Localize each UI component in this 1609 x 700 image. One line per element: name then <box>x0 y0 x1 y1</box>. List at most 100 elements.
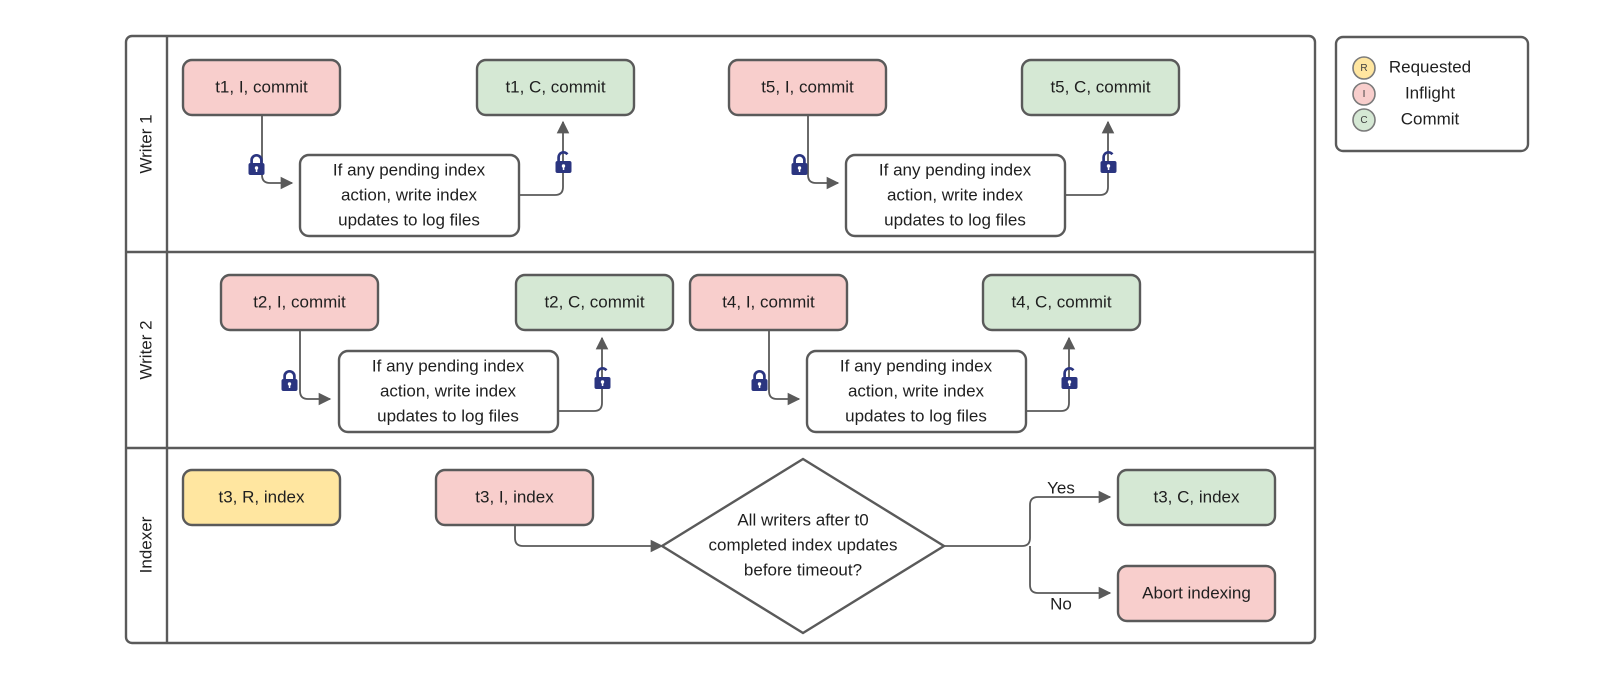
node-w2-t2-inflight[interactable]: t2, I, commit <box>219 273 380 332</box>
node-w2-t4-commit[interactable]: t4, C, commit <box>981 273 1142 332</box>
legend-item-commit: C Commit <box>1352 108 1460 132</box>
process-box[interactable] <box>337 349 560 434</box>
legend-label: Requested <box>1389 57 1471 76</box>
node-ix-t3-commit[interactable]: t3, C, index <box>1116 468 1277 527</box>
process-box[interactable] <box>844 153 1067 238</box>
edge-decision-no <box>1029 546 1112 600</box>
node-box[interactable] <box>1116 564 1277 623</box>
badge-letter: I <box>1363 89 1366 100</box>
node-w1-t1-inflight[interactable]: t1, I, commit <box>181 58 342 117</box>
node-ix-abort[interactable]: Abort indexing <box>1116 564 1277 623</box>
edge-w2-t4-to-process <box>768 330 801 406</box>
process-line-2: action, write index <box>341 185 478 204</box>
process-line-2: action, write index <box>848 381 985 400</box>
node-w2-t2-commit[interactable]: t2, C, commit <box>514 273 675 332</box>
process-line-1: If any pending index <box>333 160 486 179</box>
legend-label: Inflight <box>1405 83 1455 102</box>
decision-line-2: completed index updates <box>708 535 897 554</box>
edge-w1-t5-to-process <box>807 115 840 190</box>
node-label: t4, C, commit <box>1011 292 1111 311</box>
node-box[interactable] <box>688 273 849 332</box>
node-box[interactable] <box>514 273 675 332</box>
node-box[interactable] <box>1020 58 1181 117</box>
process-line-2: action, write index <box>887 185 1024 204</box>
swimlane-outer-border <box>124 34 1317 645</box>
badge-letter: R <box>1360 63 1367 74</box>
swimlane-container <box>124 34 1317 645</box>
edge-w1-process-to-t1commit <box>519 120 570 196</box>
lane-label-text: Indexer <box>136 516 155 573</box>
process-w1-right[interactable]: If any pending index action, write index… <box>844 153 1067 238</box>
process-w1-left[interactable]: If any pending index action, write index… <box>298 153 521 238</box>
node-box[interactable] <box>219 273 380 332</box>
node-box[interactable] <box>1116 468 1277 527</box>
node-box[interactable] <box>434 468 595 527</box>
node-label: Abort indexing <box>1142 583 1251 602</box>
lock-open-icon <box>1061 367 1078 389</box>
legend-label: Commit <box>1401 109 1460 128</box>
node-label: t3, I, index <box>475 487 554 506</box>
lane-label-writer2: Writer 2 <box>136 320 155 379</box>
node-label: t1, I, commit <box>215 77 308 96</box>
node-label: t4, I, commit <box>722 292 815 311</box>
node-label: t3, R, index <box>219 487 305 506</box>
legend-item-requested: R Requested <box>1352 56 1471 80</box>
lock-open-icon <box>594 367 611 389</box>
node-box[interactable] <box>181 468 342 527</box>
node-label: t5, I, commit <box>761 77 854 96</box>
lane-label-text: Writer 1 <box>136 114 155 173</box>
edge-w2-process-to-t2commit <box>558 336 609 412</box>
process-line-3: updates to log files <box>377 406 519 425</box>
process-w2-left[interactable]: If any pending index action, write index… <box>337 349 560 434</box>
edge-decision-yes <box>944 490 1112 547</box>
process-line-1: If any pending index <box>840 356 993 375</box>
lock-closed-icon <box>248 154 265 175</box>
node-label: t1, C, commit <box>505 77 605 96</box>
lock-closed-icon <box>751 370 768 391</box>
node-label: t3, C, index <box>1154 487 1240 506</box>
inflight-badge-icon <box>1352 82 1376 106</box>
legend-item-inflight: I Inflight <box>1352 82 1455 106</box>
node-box[interactable] <box>981 273 1142 332</box>
edge-label-yes: Yes <box>1047 478 1075 497</box>
lock-open-icon <box>555 151 572 173</box>
edge-w2-process-to-t4commit <box>1026 336 1076 412</box>
node-w1-t1-commit[interactable]: t1, C, commit <box>475 58 636 117</box>
node-box[interactable] <box>727 58 888 117</box>
process-line-1: If any pending index <box>372 356 525 375</box>
process-line-3: updates to log files <box>338 210 480 229</box>
commit-badge-icon <box>1352 108 1376 132</box>
node-box[interactable] <box>181 58 342 117</box>
node-w1-t5-inflight[interactable]: t5, I, commit <box>727 58 888 117</box>
process-line-2: action, write index <box>380 381 517 400</box>
decision-line-3: before timeout? <box>744 560 862 579</box>
lane-label-writer1: Writer 1 <box>136 114 155 173</box>
lock-closed-icon <box>791 154 808 175</box>
node-w1-t5-commit[interactable]: t5, C, commit <box>1020 58 1181 117</box>
legend-panel: R Requested I Inflight C Commit <box>1334 35 1530 153</box>
node-ix-t3-inflight[interactable]: t3, I, index <box>434 468 595 527</box>
decision-line-1: All writers after t0 <box>737 510 868 529</box>
node-label: t2, C, commit <box>544 292 644 311</box>
process-box[interactable] <box>805 349 1028 434</box>
legend-border <box>1334 35 1530 153</box>
edge-w1-t1-to-process <box>261 115 294 190</box>
node-ix-t3-requested[interactable]: t3, R, index <box>181 468 342 527</box>
lock-open-icon <box>1100 151 1117 173</box>
edge-w1-process-to-t5commit <box>1065 120 1115 196</box>
edge-w2-t2-to-process <box>299 330 332 406</box>
node-label: t5, C, commit <box>1050 77 1150 96</box>
lane-label-text: Writer 2 <box>136 320 155 379</box>
process-w2-right[interactable]: If any pending index action, write index… <box>805 349 1028 434</box>
node-w2-t4-inflight[interactable]: t4, I, commit <box>688 273 849 332</box>
process-line-1: If any pending index <box>879 160 1032 179</box>
process-box[interactable] <box>298 153 521 238</box>
process-line-3: updates to log files <box>884 210 1026 229</box>
edge-label-no: No <box>1050 594 1072 613</box>
lock-closed-icon <box>281 370 298 391</box>
decision-timeout[interactable]: All writers after t0 completed index upd… <box>659 457 947 635</box>
node-label: t2, I, commit <box>253 292 346 311</box>
decision-diamond[interactable] <box>659 457 947 635</box>
node-box[interactable] <box>475 58 636 117</box>
